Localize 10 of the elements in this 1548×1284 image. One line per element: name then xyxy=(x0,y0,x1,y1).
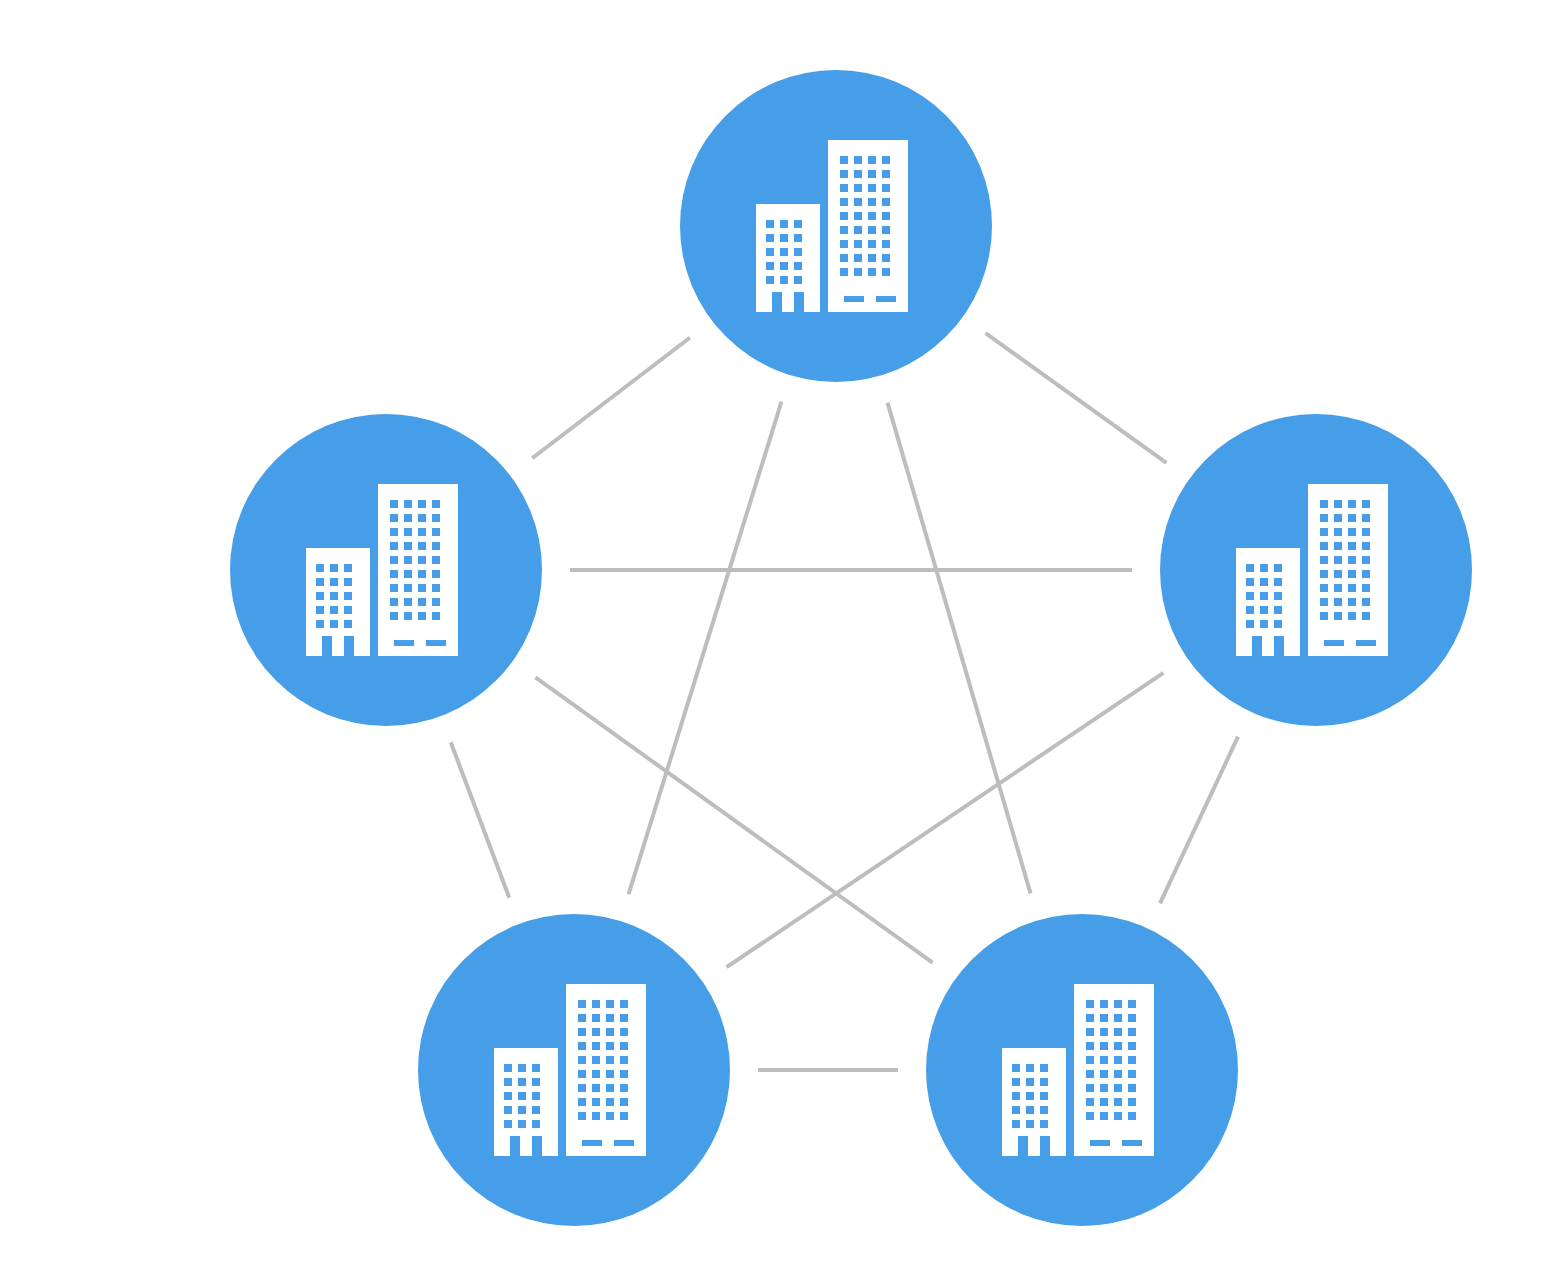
connector-line xyxy=(758,1068,898,1072)
connector-line xyxy=(626,401,784,895)
connector-line xyxy=(885,402,1033,894)
connector-line xyxy=(984,331,1168,465)
connector-line xyxy=(448,741,512,899)
connector-line xyxy=(570,568,1132,572)
connector-line xyxy=(534,675,934,965)
connector-line xyxy=(1158,735,1240,905)
connector-line xyxy=(725,671,1165,969)
connector-line xyxy=(530,336,692,460)
